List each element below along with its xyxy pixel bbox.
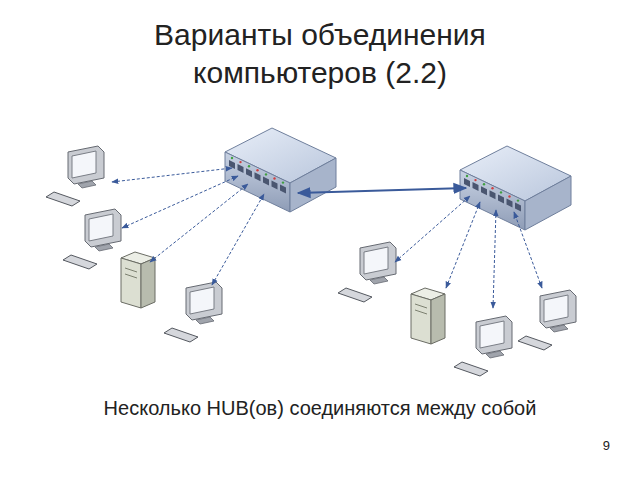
monitor-stand <box>196 317 214 324</box>
hub-link-arrow <box>298 188 466 193</box>
keyboard <box>518 336 552 350</box>
computer-tower <box>121 252 155 308</box>
monitor-stand <box>550 325 568 332</box>
tower-bay <box>415 304 427 308</box>
computer-monitor <box>63 209 121 269</box>
monitor-screen <box>480 321 504 348</box>
computer-monitor <box>454 316 512 376</box>
hub-port <box>280 185 286 194</box>
tower-side <box>141 258 155 308</box>
slide-caption: Несколько HUB(ов) соединяются между собо… <box>20 395 620 421</box>
cable-arrow <box>112 168 232 182</box>
monitor-case <box>476 316 512 354</box>
tower-bay <box>125 274 137 278</box>
hub-group <box>225 128 571 230</box>
hub-port <box>229 160 235 169</box>
hub-led <box>500 191 502 193</box>
cable-arrow <box>493 210 496 308</box>
monitor-case <box>68 146 104 184</box>
monitor-case <box>85 209 121 247</box>
cable-arrow <box>150 184 248 262</box>
computer-monitor <box>338 242 396 302</box>
hub-device <box>225 128 336 212</box>
monitor-screen <box>72 151 96 178</box>
cable-arrow <box>514 212 542 288</box>
hub-led <box>466 175 468 177</box>
cable-arrow <box>122 176 238 228</box>
keyboard <box>46 192 80 206</box>
hub-port <box>507 199 513 208</box>
tower-front <box>411 294 431 344</box>
keyboard <box>454 362 488 376</box>
tower-bay <box>415 310 427 314</box>
monitor-screen <box>364 247 388 274</box>
hub-port <box>272 181 278 190</box>
computer-group <box>46 146 576 376</box>
monitor-screen <box>544 295 568 322</box>
hub-led <box>231 157 233 159</box>
monitor-stand <box>486 351 504 358</box>
tower-front <box>121 258 141 308</box>
hub-led <box>256 169 258 171</box>
hub-led <box>273 177 275 179</box>
keyboard <box>338 288 372 302</box>
hub-led <box>474 179 476 181</box>
cable-arrow <box>395 196 470 262</box>
monitor-case <box>186 282 222 320</box>
hub-port <box>498 194 504 203</box>
computer-monitor <box>46 146 104 206</box>
hub-port <box>464 178 470 187</box>
hub-port <box>263 176 269 185</box>
monitor-stand <box>95 244 113 251</box>
tower-bay <box>125 268 137 272</box>
hub-port <box>473 182 479 191</box>
hub-side <box>525 176 571 230</box>
computer-tower <box>411 288 445 344</box>
hub-led <box>517 199 519 201</box>
hub-led <box>248 165 250 167</box>
computer-monitor <box>164 282 222 342</box>
hub-front <box>460 170 525 230</box>
hub-led <box>508 195 510 197</box>
tower-side <box>431 294 445 344</box>
cable-arrow <box>212 194 264 285</box>
hub-led <box>265 173 267 175</box>
keyboard <box>164 328 198 342</box>
monitor-stand <box>78 181 96 188</box>
hub-port <box>255 172 261 181</box>
cable-group <box>112 168 542 308</box>
hub-port <box>515 203 521 212</box>
monitor-case <box>540 290 576 328</box>
hub-led <box>491 187 493 189</box>
cable-arrow <box>446 202 480 288</box>
hub-port <box>238 164 244 173</box>
hub-led <box>483 183 485 185</box>
hub-port <box>481 186 487 195</box>
monitor-screen <box>89 214 113 241</box>
page-number: 9 <box>580 438 610 453</box>
keyboard <box>63 255 97 269</box>
computer-monitor <box>518 290 576 350</box>
hub-front <box>225 152 290 212</box>
monitor-case <box>360 242 396 280</box>
monitor-stand <box>370 277 388 284</box>
slide-title: Варианты объединения компьютеров (2.2) <box>120 16 520 92</box>
hub-side <box>290 158 336 212</box>
hub-led <box>282 181 284 183</box>
hub-led <box>239 161 241 163</box>
hub-port <box>490 190 496 199</box>
monitor-screen <box>190 287 214 314</box>
hub-port <box>246 168 252 177</box>
